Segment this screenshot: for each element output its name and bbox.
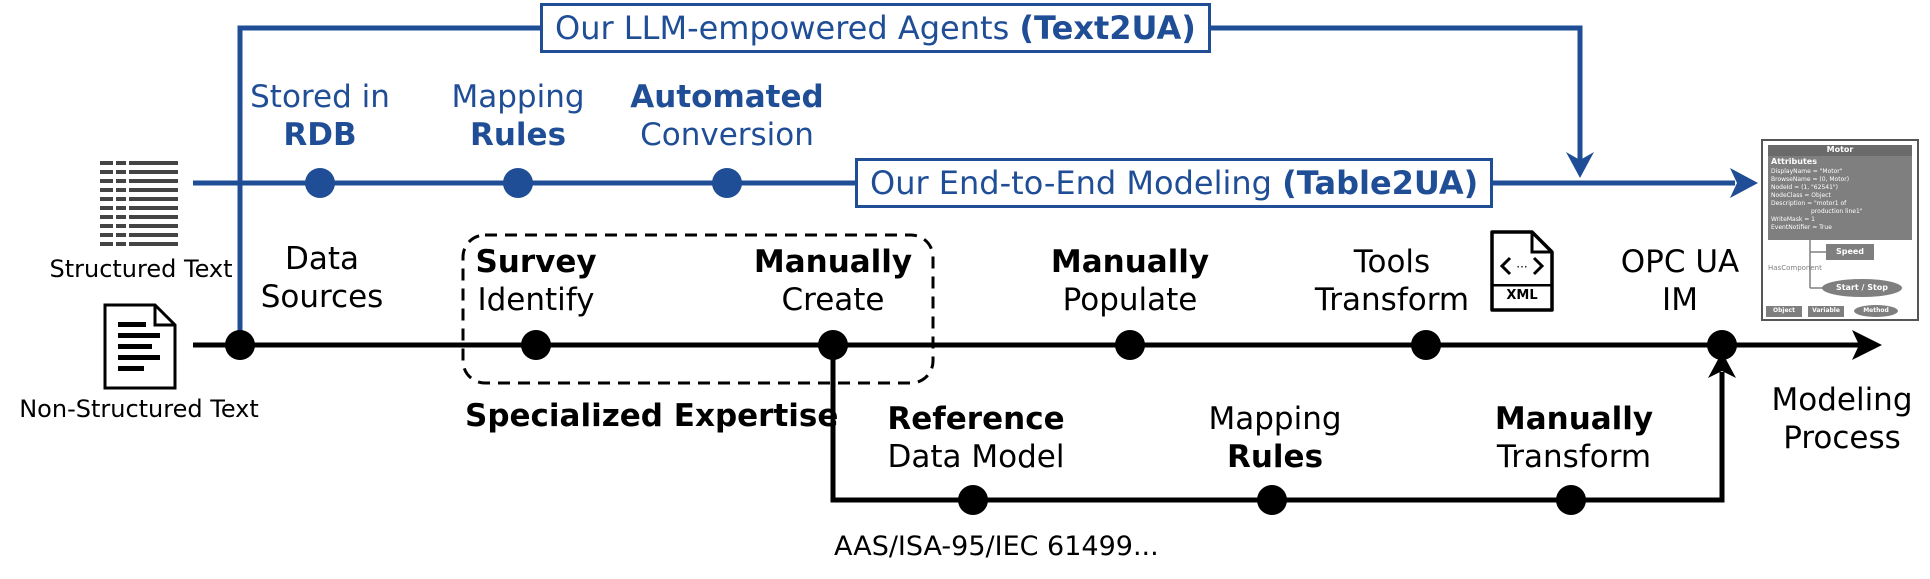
- main-step-sources-line1: Data: [284, 241, 360, 277]
- main-step-dot-populate: [1115, 330, 1145, 360]
- opcua-has-component-label: HasComponent: [1768, 264, 1822, 272]
- lower-step-dot-reference: [958, 485, 988, 515]
- blue-step-conversion: Automated Conversion: [630, 78, 823, 154]
- specialized-expertise-box: [461, 233, 935, 385]
- opcua-attribute-row: BrowseName = (0, Motor): [1771, 176, 1850, 183]
- llm-agents-banner: Our LLM-empowered Agents (Text2UA): [540, 3, 1211, 53]
- lower-step-reference-line1: Reference: [887, 401, 1065, 437]
- opcua-legend-object: Object: [1773, 307, 1795, 314]
- main-step-sources: Data Sources: [261, 240, 384, 316]
- main-step-tools-transform: Tools Transform: [1315, 243, 1469, 319]
- standards-label: AAS/ISA-95/IEC 61499...: [834, 531, 1159, 562]
- blue-step-mapping: Mapping Rules: [451, 78, 584, 154]
- end-to-end-banner: Our End-to-End Modeling (Table2UA): [855, 158, 1494, 208]
- main-step-dot-identify: [521, 330, 551, 360]
- lower-step-dot-mapping: [1257, 485, 1287, 515]
- main-step-opcua-line1: OPC UA: [1620, 244, 1740, 280]
- main-step-dot-create: [818, 330, 848, 360]
- blue-step-dot-rdb: [305, 168, 335, 198]
- opcua-attribute-row: DisplayName = "Motor": [1771, 168, 1843, 175]
- main-step-identify-line2: Identify: [477, 282, 595, 318]
- main-step-identify: Survey Identify: [475, 243, 596, 319]
- blue-step-rdb-line2: RDB: [283, 117, 357, 153]
- blue-step-rdb-line1: Stored in: [250, 79, 390, 115]
- main-step-dot-transform: [1411, 330, 1441, 360]
- lower-step-reference-line2: Data Model: [887, 439, 1065, 475]
- blue-step-dot-conversion: [712, 168, 742, 198]
- opcua-start-stop-label: Start / Stop: [1835, 283, 1889, 292]
- specialized-expertise-label: Specialized Expertise: [465, 398, 839, 434]
- main-step-tools-transform-line1: Tools: [1353, 244, 1431, 280]
- lower-step-dot-transform: [1556, 485, 1586, 515]
- end-to-end-banner-bold: (Table2UA): [1282, 164, 1479, 202]
- lower-step-mapping: Mapping Rules: [1208, 400, 1341, 476]
- end-to-end-banner-text: Our End-to-End Modeling: [870, 164, 1283, 202]
- llm-agents-arrowhead: [1566, 152, 1594, 178]
- lower-step-reference: Reference Data Model: [887, 400, 1064, 476]
- main-step-populate-line2: Populate: [1062, 282, 1198, 318]
- table-icon: [100, 161, 178, 246]
- document-icon: [103, 303, 177, 390]
- opcua-card-attributes-list: DisplayName = "Motor" BrowseName = (0, M…: [1771, 168, 1863, 232]
- lower-step-mapping-line1: Mapping: [1208, 401, 1342, 437]
- opcua-attribute-row: NodeId = (1, "62541"): [1771, 184, 1838, 191]
- modeling-process-arrowhead: [1852, 330, 1882, 360]
- opcua-speed-label: Speed: [1835, 247, 1865, 256]
- opcua-card-graphics: [1761, 139, 1919, 321]
- main-step-opcua-line2: IM: [1662, 282, 1698, 318]
- lower-step-transform-line1: Manually: [1494, 401, 1654, 437]
- structured-text-label: Structured Text: [49, 255, 233, 283]
- llm-agents-banner-text: Our LLM-empowered Agents: [555, 9, 1020, 47]
- opcua-attribute-row: NodeClass = Object: [1771, 192, 1831, 199]
- main-step-identify-line1: Survey: [475, 244, 597, 280]
- blue-step-rdb: Stored in RDB: [250, 78, 390, 154]
- main-step-create-line2: Create: [781, 282, 885, 318]
- opcua-legend-variable: Variable: [1812, 307, 1840, 314]
- non-structured-text-label: Non-Structured Text: [19, 395, 259, 423]
- blue-step-conversion-line1: Automated: [630, 79, 824, 115]
- opcua-card-title: Motor: [1826, 145, 1854, 154]
- xml-file-icon: ···: [1490, 230, 1554, 312]
- modeling-process-label-line1: Modeling: [1771, 382, 1913, 418]
- opcua-legend-method: Method: [1863, 307, 1889, 314]
- blue-step-dot-mapping: [503, 168, 533, 198]
- blue-step-mapping-line2: Rules: [469, 117, 567, 153]
- main-step-opcua: OPC UA IM: [1621, 243, 1740, 319]
- opcua-attribute-row: EventNotifier = True: [1771, 224, 1832, 231]
- main-step-tools-transform-line2: Transform: [1314, 282, 1470, 318]
- lower-step-transform-line2: Transform: [1496, 439, 1652, 475]
- main-step-dot-sources: [225, 330, 255, 360]
- lower-step-transform: Manually Transform: [1495, 400, 1653, 476]
- main-step-sources-line2: Sources: [260, 279, 384, 315]
- xml-icon-label: XML: [1506, 288, 1538, 303]
- lower-step-mapping-line2: Rules: [1226, 439, 1324, 475]
- opcua-attribute-row: WriteMask = 1: [1771, 216, 1815, 223]
- opcua-card-attributes-header: Attributes: [1771, 157, 1817, 166]
- end-to-end-arrowhead: [1730, 168, 1758, 198]
- opcua-attribute-row: Description = "motor1 of: [1771, 200, 1847, 207]
- main-step-create-line1: Manually: [753, 244, 913, 280]
- main-step-create: Manually Create: [754, 243, 912, 319]
- modeling-process-label: Modeling Process: [1771, 381, 1912, 457]
- main-step-dot-opcua: [1707, 330, 1737, 360]
- blue-step-conversion-line2: Conversion: [640, 117, 814, 153]
- blue-step-mapping-line1: Mapping: [451, 79, 585, 115]
- modeling-process-label-line2: Process: [1783, 420, 1901, 456]
- main-step-populate: Manually Populate: [1051, 243, 1209, 319]
- opcua-attribute-row: production line1": [1811, 208, 1863, 215]
- llm-agents-banner-bold: (Text2UA): [1019, 9, 1196, 47]
- svg-text:···: ···: [1516, 260, 1527, 274]
- main-step-populate-line1: Manually: [1050, 244, 1210, 280]
- reference-model-arrowhead: [1708, 352, 1736, 378]
